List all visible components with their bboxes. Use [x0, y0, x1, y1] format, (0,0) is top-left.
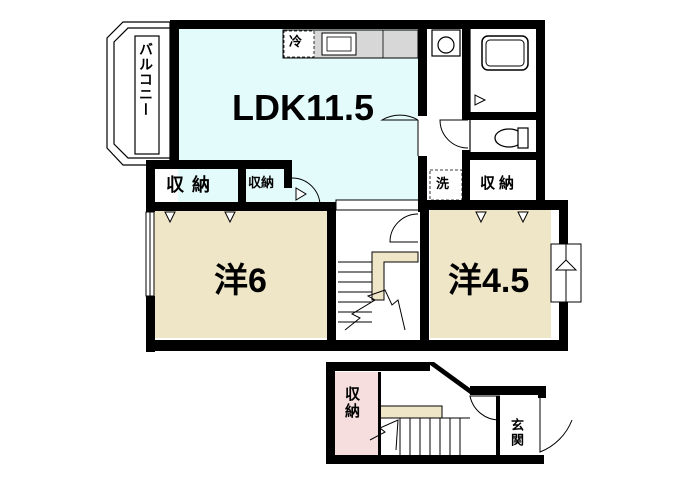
bathtub-icon [481, 35, 529, 71]
fridge-space [283, 30, 315, 58]
western-6-floor [152, 210, 328, 338]
washbasin-icon [431, 29, 461, 57]
door-swings [291, 114, 573, 453]
western-45-label: 洋4.5 [448, 262, 530, 300]
windows [145, 199, 582, 303]
ldk-label: LDK11.5 [232, 87, 375, 128]
storage-left-small-label: 収納 [248, 176, 275, 191]
fridge-label: 冷 [289, 35, 303, 50]
sliding-door-markers [164, 187, 529, 224]
storage-left-large-label: 収納 [166, 175, 218, 196]
kitchen-sink [321, 32, 357, 56]
western-45-floor [430, 210, 551, 338]
walls [146, 20, 568, 464]
stair-landing [371, 251, 419, 301]
staircase-lower [380, 417, 470, 456]
stair-break-line [344, 289, 406, 331]
storage-lower-label: 収納 [343, 386, 361, 420]
storage-right-label: 収納 [480, 174, 519, 192]
lower-landing [379, 405, 443, 419]
balcony-label: バルコニー [137, 42, 153, 117]
washer-label: 洗 [436, 177, 450, 192]
entrance-label: 玄関 [508, 418, 523, 448]
western-6-label: 洋6 [214, 262, 267, 300]
lower-storage-floor [334, 372, 380, 456]
